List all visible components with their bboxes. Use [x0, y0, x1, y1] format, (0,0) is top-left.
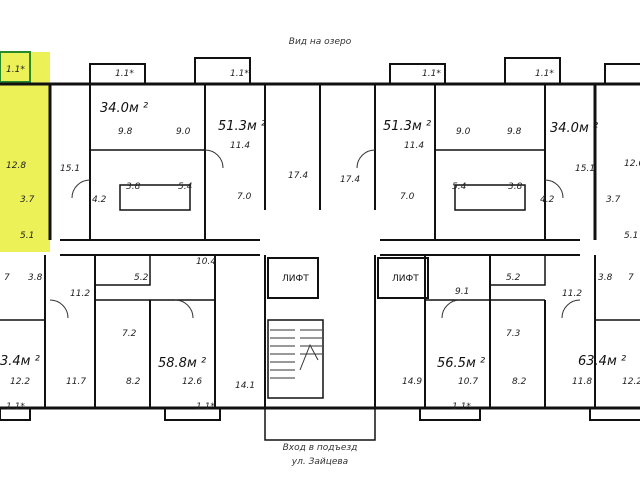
room-area: 15.1 [60, 164, 81, 174]
lift-label: ЛИФТ [282, 274, 309, 284]
balcony-area: 1.1* [196, 402, 215, 412]
room-area: 9.0 [176, 127, 191, 137]
room-area: 17.4 [340, 175, 361, 185]
room-area: 8.2 [512, 377, 527, 387]
room-area: 7.0 [237, 192, 252, 202]
apartment-area-label: 63.4м ² [578, 354, 627, 369]
room-area: 14.9 [402, 377, 423, 387]
room-area: 11.2 [562, 289, 583, 299]
apartment-area-label: 51.3м ² [218, 119, 267, 134]
apartment-area-label: 51.3м ² [383, 119, 432, 134]
room-area: 9.0 [456, 127, 471, 137]
room-area: 5.4 [452, 182, 467, 192]
room-area: 7.0 [400, 192, 415, 202]
room-area: 11.4 [404, 141, 425, 151]
room-area: 11.4 [230, 141, 251, 151]
apartment-area-label: 56.5м ² [437, 356, 486, 371]
room-area: 5.1 [20, 231, 35, 241]
room-area: 10.4 [196, 257, 217, 267]
room-area: 9.1 [455, 287, 470, 297]
view-lake-caption: Вид на озеро [288, 37, 352, 47]
balcony-area: 1.1* [230, 69, 249, 79]
room-area: 5.2 [506, 273, 521, 283]
apartment-area-label: 58.8м ² [158, 356, 207, 371]
room-area: 15.1 [575, 164, 596, 174]
walls [0, 57, 640, 421]
room-area: 3.8 [598, 273, 613, 283]
apartment-area-label: 34.0м ² [100, 101, 149, 116]
room-area: 7 [628, 273, 634, 283]
room-area: 8.2 [126, 377, 141, 387]
room-area: 10.7 [458, 377, 479, 387]
door-swings [49, 149, 581, 319]
room-area: 12.2 [10, 377, 31, 387]
room-area: 3.8 [126, 182, 141, 192]
highlighted-balcony[interactable] [0, 51, 31, 83]
room-area: 5.4 [178, 182, 193, 192]
balcony-area: 1.1* [452, 402, 471, 412]
room-area: 7 [4, 273, 10, 283]
room-area: 9.8 [118, 127, 133, 137]
room-area: 11.8 [572, 377, 593, 387]
room-area: 17.4 [288, 171, 309, 181]
apartment-area-label: 34.0м ² [550, 121, 599, 136]
lift-label: ЛИФТ [392, 274, 419, 284]
room-area: 5.2 [134, 273, 149, 283]
balcony-area: 1.1* [6, 402, 25, 412]
room-area: 7.2 [122, 329, 137, 339]
entrance-street-caption: ул. Зайцева [291, 457, 349, 467]
room-area: 9.8 [507, 127, 522, 137]
room-area: 12.8 [6, 161, 27, 171]
room-area: 4.2 [540, 195, 555, 205]
entrance [264, 408, 376, 441]
room-area: 11.7 [66, 377, 87, 387]
room-area: 3.7 [606, 195, 621, 205]
room-area: 5.1 [624, 231, 639, 241]
room-area: 12.2 [622, 377, 640, 387]
room-area: 11.2 [70, 289, 91, 299]
balcony-area: 1.1* [115, 69, 134, 79]
room-area: 3.8 [508, 182, 523, 192]
room-area: 12.6 [182, 377, 203, 387]
entrance-caption: Вход в подъезд [282, 443, 358, 453]
room-area: 4.2 [92, 195, 107, 205]
room-area: 3.8 [28, 273, 43, 283]
room-area: 7.3 [506, 329, 521, 339]
room-area: 3.7 [20, 195, 35, 205]
balcony-area: 1.1* [535, 69, 554, 79]
balcony-area: 1.1* [422, 69, 441, 79]
apartment-area-label: 3.4м ² [0, 354, 40, 369]
staircase [270, 329, 322, 379]
balcony-area: 1.1* [6, 65, 25, 75]
room-area: 12.6 [624, 159, 640, 169]
room-area: 14.1 [235, 381, 256, 391]
